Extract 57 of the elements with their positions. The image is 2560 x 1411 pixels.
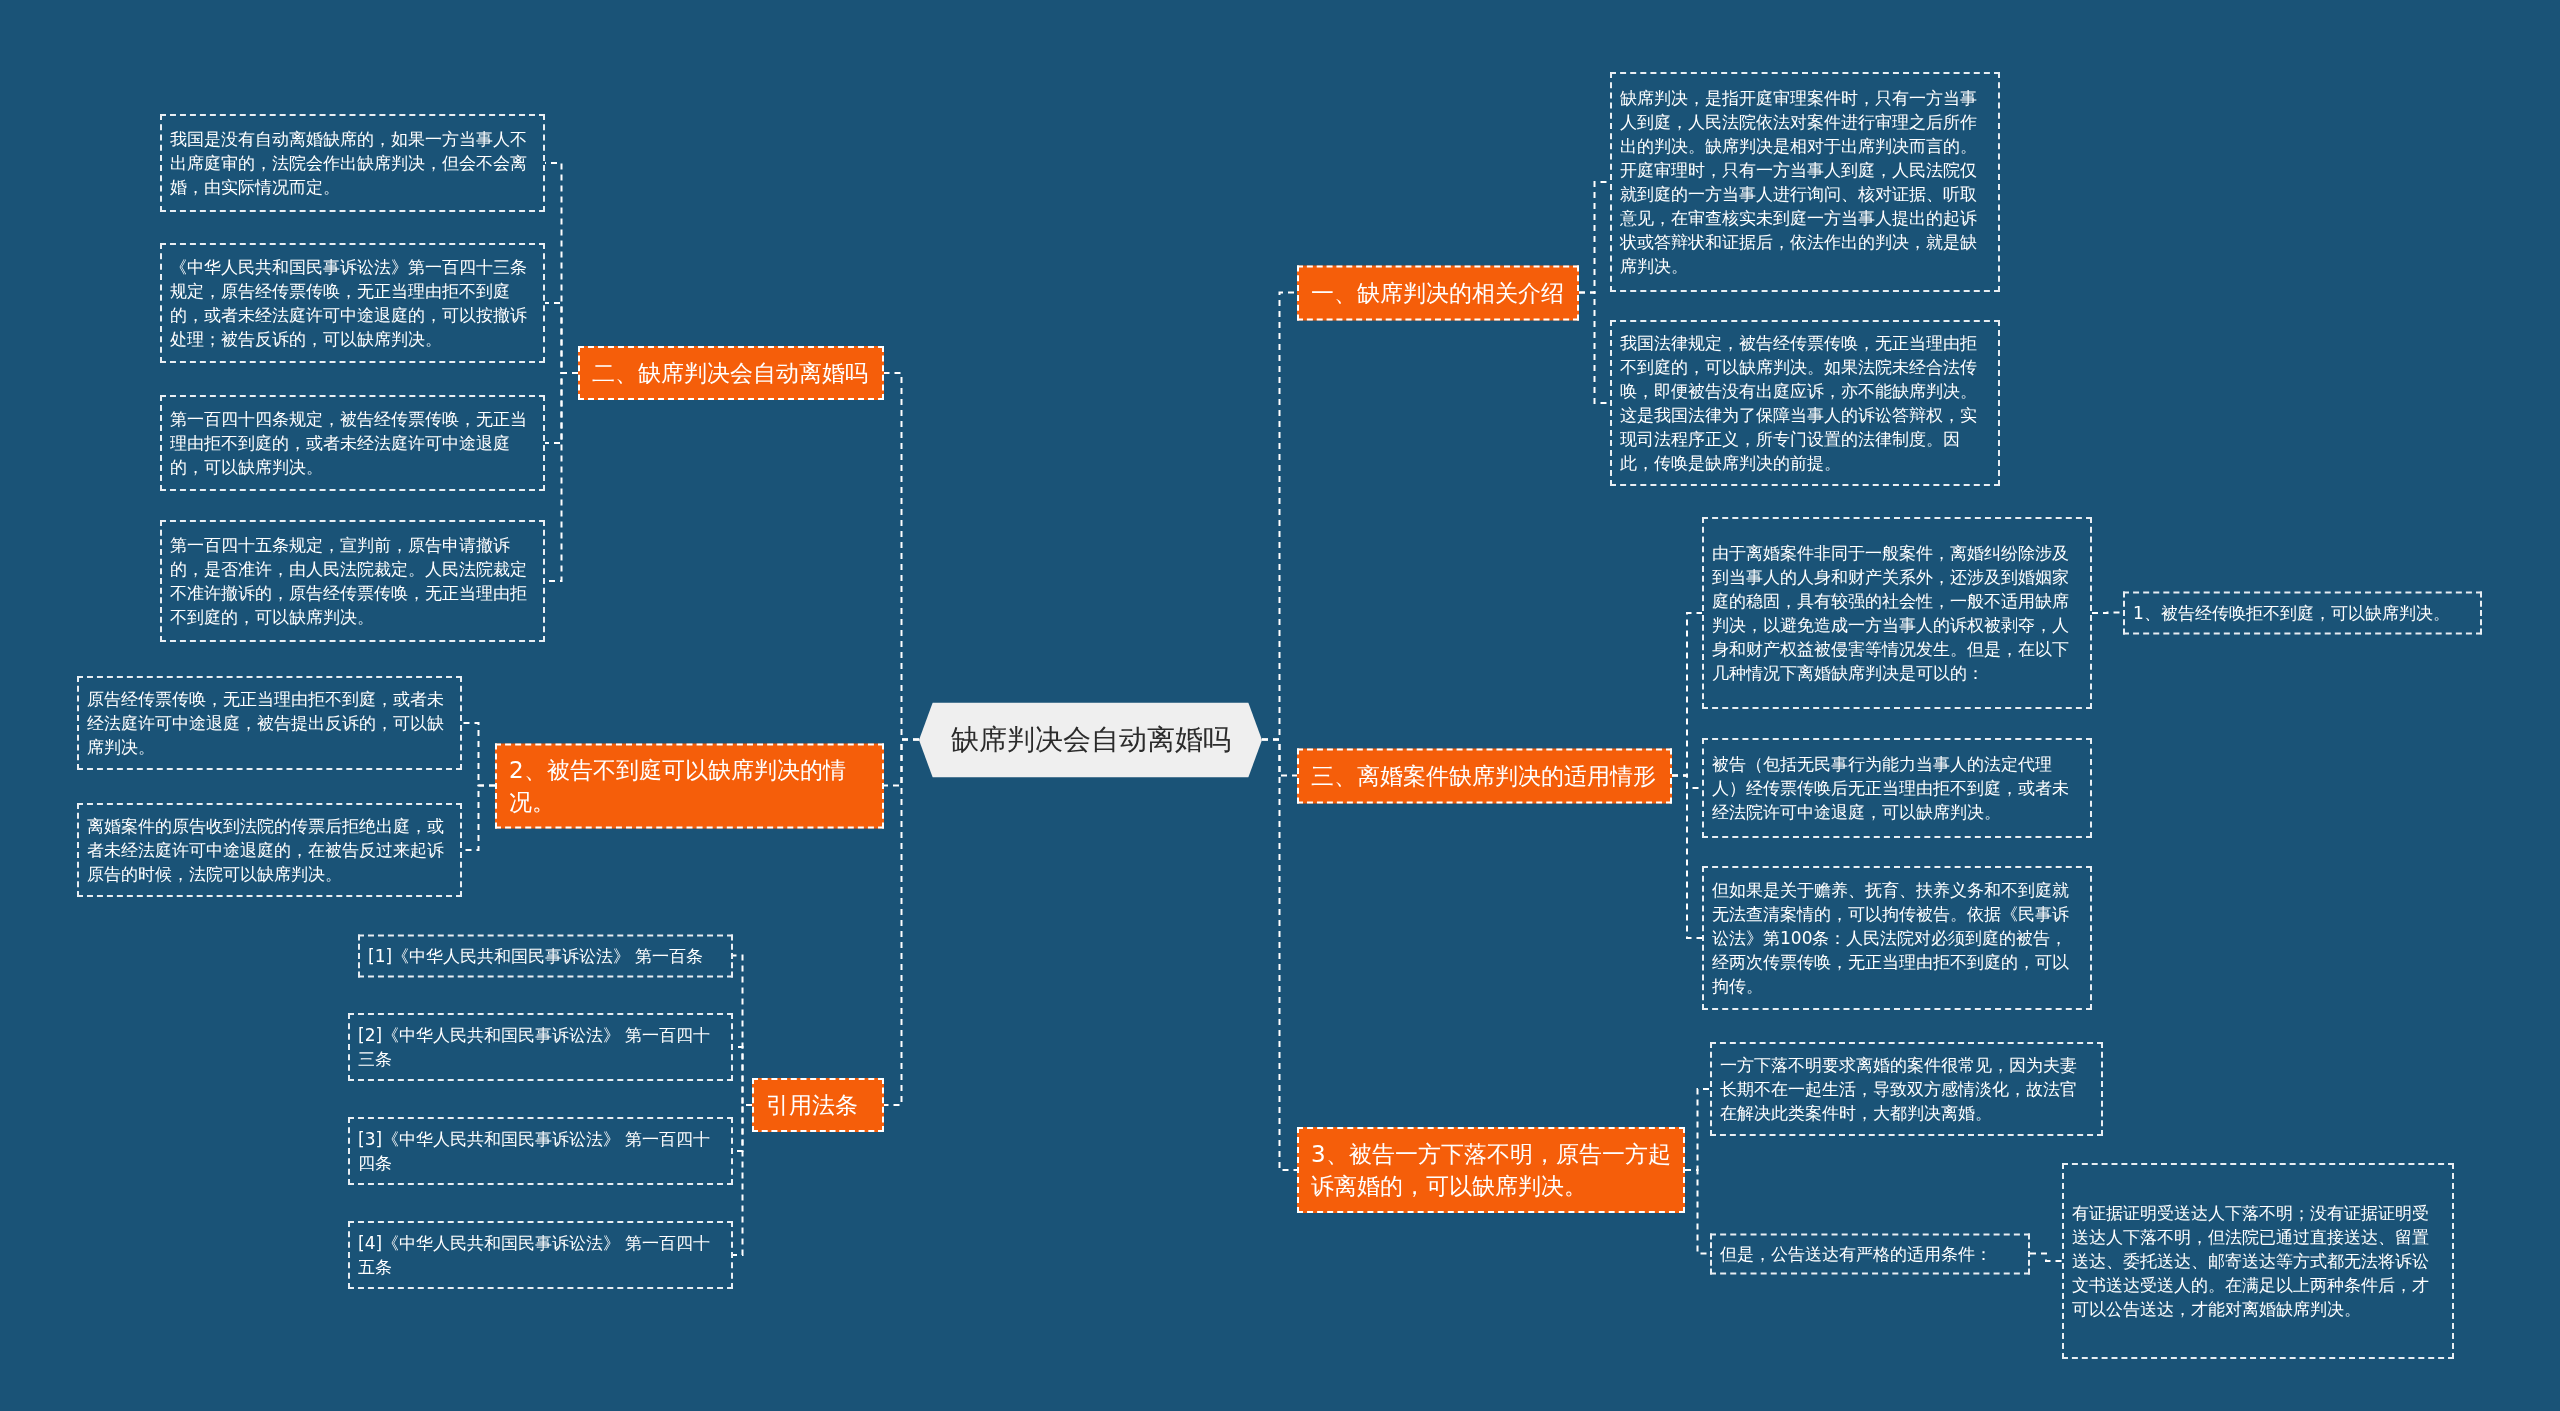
note-box xyxy=(160,114,545,212)
note-box xyxy=(1710,1042,2103,1136)
note-text: [4]《中华人民共和国民事诉讼法》 第一百四十五条 xyxy=(358,1232,712,1279)
note-text: 《中华人民共和国民事诉讼法》第一百四十三条规定，原告经传票传唤，无正当理由拒不到庭的，或者未经法庭许可中途退庭的，可以按撤诉处理；被告反诉的，可以缺席判决。 xyxy=(170,256,528,351)
branch-box xyxy=(1297,265,1579,320)
connector-line xyxy=(1671,774,1703,939)
note-box xyxy=(348,1117,733,1185)
note-text: 第一百四十五条规定，宣判前，原告申请撤诉的，是否准许，由人民法院裁定。人民法院裁定不准许撤诉的，原告经传票传唤，无正当理由拒不到庭的，可以缺席判决。 xyxy=(170,534,528,629)
note-box xyxy=(1702,517,2092,709)
note-box xyxy=(1710,1233,2030,1274)
connector-line xyxy=(1261,738,1298,1171)
root-title: 缺席判决会自动离婚吗 xyxy=(950,722,1231,756)
note-box xyxy=(1702,738,2092,838)
note-text: 我国是没有自动离婚缺席的，如果一方当事人不出席庭审的，法院会作出缺席判决，但会不会离婚，由实际情况而定。 xyxy=(170,128,528,199)
note-box xyxy=(77,676,462,770)
note-box xyxy=(1610,320,2000,486)
branch-box xyxy=(495,743,884,828)
note-box xyxy=(348,1221,733,1289)
note-box xyxy=(160,395,545,491)
branch-box xyxy=(578,346,884,400)
branch-title: 3、被告一方下落不明，原告一方起诉离婚的，可以缺席判决。 xyxy=(1311,1140,1671,1201)
branch-title: 三、离婚案件缺席判决的适用情形 xyxy=(1311,761,1657,791)
note-text: 有证据证明受送达人下落不明；没有证据证明受送达人下落不明，但法院已通过直接送达、留置送达、委托送达、邮寄送达等方式都无法将诉讼文书送达受送人的。在满足以上两种条件后，才可以公告送达，才能对离婚缺席判决。 xyxy=(2072,1202,2430,1321)
branch-title: 2、被告不到庭可以缺席判决的情况。 xyxy=(509,755,847,817)
branch-box xyxy=(1297,748,1672,803)
note-text: [1]《中华人民共和国民事诉讼法》 第一百条 xyxy=(368,944,705,968)
note-text: 1、被告经传唤拒不到庭，可以缺席判决。 xyxy=(2133,601,2451,625)
note-text: 由于离婚案件非同于一般案件，离婚纠纷除涉及到当事人的人身和财产关系外，还涉及到婚姻家庭的稳固，具有较强的社会性，一般不适用缺席判决，以避免造成一方当事人的诉权被剥夺，人身和财产权益被侵害等情况发生。但是，在以下几种情况下离婚缺席判决是可以的： xyxy=(1712,542,2070,685)
note-text: 但如果是关于赡养、抚育、扶养义务和不到庭就无法查清案情的，可以拘传被告。依据《民事诉讼法》第100条：人民法院对必须到庭的被告，经两次传票传唤，无正当理由拒不到庭的，可以拘传。 xyxy=(1712,879,2070,998)
branch-title: 引用法条 xyxy=(766,1091,859,1120)
note-box xyxy=(2123,591,2482,634)
connector-line xyxy=(732,1104,753,1256)
note-box xyxy=(160,520,545,642)
note-box xyxy=(358,934,733,977)
branch-title: 一、缺席判决的相关介绍 xyxy=(1311,278,1565,308)
root-hexagon xyxy=(919,702,1262,777)
note-text: 原告经传票传唤，无正当理由拒不到庭，或者未经法庭许可中途退庭，被告提出反诉的，可以缺席判决。 xyxy=(87,688,445,759)
connector-line xyxy=(883,738,920,1106)
note-text: 一方下落不明要求离婚的案件很常见，因为夫妻长期不在一起生活，导致双方感情淡化，故法官在解决此类案件时，大都判决离婚。 xyxy=(1720,1054,2078,1125)
note-text: 缺席判决，是指开庭审理案件时，只有一方当事人到庭，人民法院依法对案件进行审理之后所作出的判决。缺席判决是相对于出席判决而言的。开庭审理时，只有一方当事人到庭，人民法院仅就到庭的一方当事人进行询问、核对证据、听取意见，在审查核实未到庭一方当事人提出的起诉状或答辩状和证据后，依法作出的判决，就是缺席判决。 xyxy=(1620,87,1978,278)
connector-line xyxy=(2029,1252,2063,1262)
branch-box xyxy=(752,1078,884,1132)
note-text: 第一百四十四条规定，被告经传票传唤，无正当理由拒不到庭的，或者未经法庭许可中途退庭的，可以缺席判决。 xyxy=(170,408,528,479)
note-box xyxy=(160,243,545,363)
branch-box xyxy=(1297,1127,1685,1213)
note-text: [2]《中华人民共和国民事诉讼法》 第一百四十三条 xyxy=(358,1024,712,1071)
note-text: [3]《中华人民共和国民事诉讼法》 第一百四十四条 xyxy=(358,1128,712,1175)
note-box xyxy=(77,803,462,897)
note-box xyxy=(2062,1163,2454,1359)
note-box xyxy=(1702,866,2092,1010)
note-box xyxy=(1610,72,2000,292)
note-text: 离婚案件的原告收到法院的传票后拒绝出庭，或者未经法庭许可中途退庭的，在被告反过来起诉原告的时候，法院可以缺席判决。 xyxy=(87,815,445,886)
note-box xyxy=(348,1013,733,1081)
branch-title: 二、缺席判决会自动离婚吗 xyxy=(592,359,869,388)
note-text: 我国法律规定，被告经传票传唤，无正当理由拒不到庭的，可以缺席判决。如果法院未经合法传唤，即便被告没有出庭应诉，亦不能缺席判决。这是我国法律为了保障当事人的诉讼答辩权，实现司法程序正义，所专门设置的法律制度。因此，传唤是缺席判决的前提。 xyxy=(1620,332,1978,475)
note-text: 被告（包括无民事行为能力当事人的法定代理人）经传票传唤后无正当理由拒不到庭，或者未经法院许可中途退庭，可以缺席判决。 xyxy=(1712,753,2070,824)
note-text: 但是，公告送达有严格的适用条件： xyxy=(1720,1242,1993,1266)
